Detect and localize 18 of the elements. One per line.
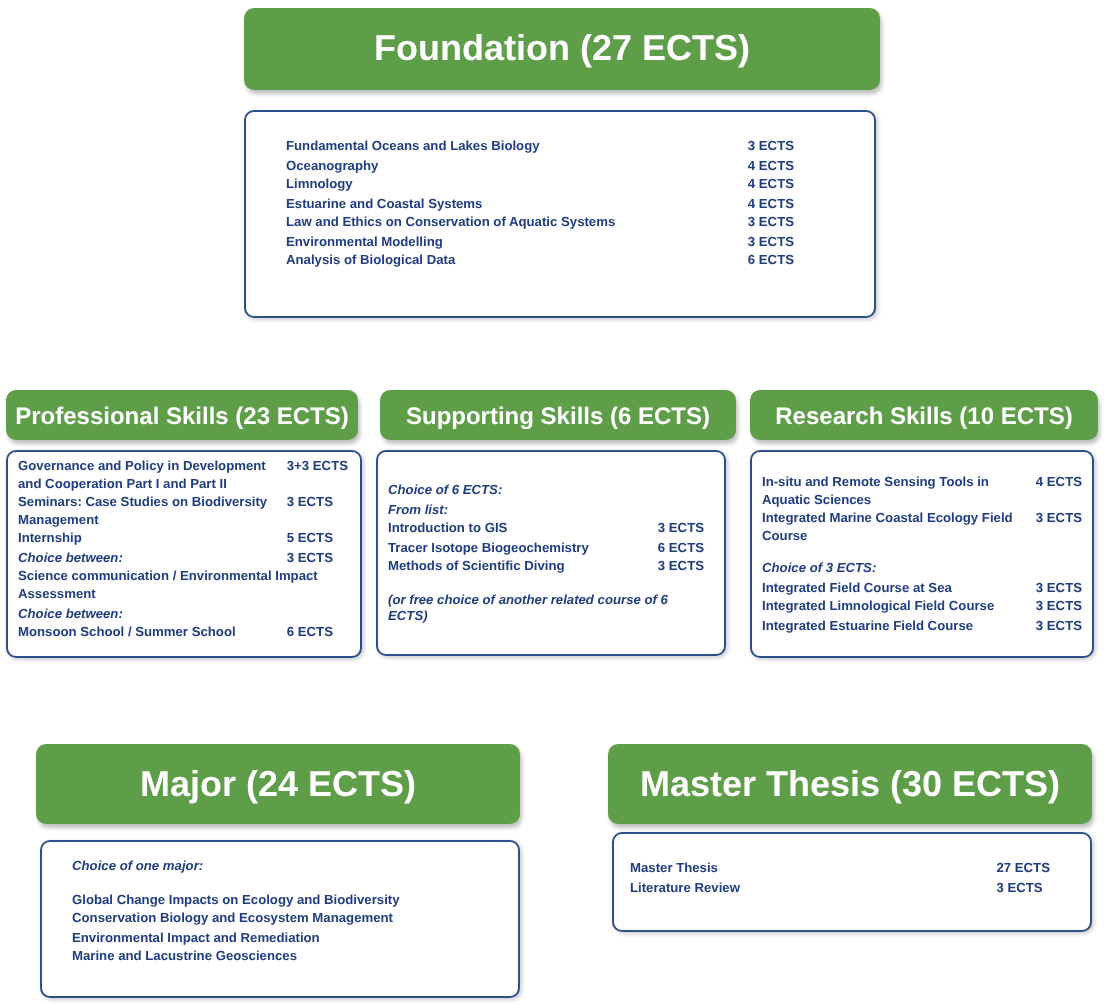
- section-title: Major (24 ECTS): [139, 763, 417, 805]
- section-title: Supporting Skills (6 ECTS): [405, 401, 710, 429]
- section-header-box: [6, 390, 358, 440]
- section-title: Professional Skills (23 ECTS): [15, 401, 349, 429]
- course-list-box: [244, 110, 876, 318]
- course-list-box: [750, 450, 1094, 658]
- section-title: Research Skills (10 ECTS): [775, 401, 1073, 429]
- section-title: Master Thesis (30 ECTS): [639, 763, 1061, 805]
- section-header-box: [750, 390, 1098, 440]
- section-header-box: [244, 8, 880, 90]
- section-header-box: [36, 744, 520, 824]
- course-list-box: [612, 832, 1092, 932]
- section-header-box: [380, 390, 736, 440]
- course-list-box: [40, 840, 520, 998]
- course-list-box: [376, 450, 726, 656]
- section-title: Foundation (27 ECTS): [374, 28, 750, 70]
- section-header-box: [608, 744, 1092, 824]
- course-list-box: [6, 450, 362, 658]
